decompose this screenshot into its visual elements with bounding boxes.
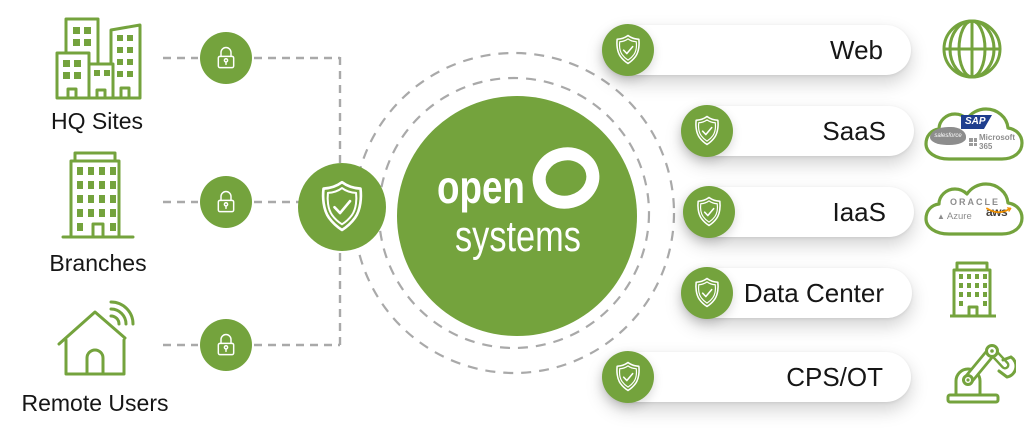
branch-building-icon — [61, 151, 135, 239]
shield-check-icon — [695, 115, 719, 146]
source-label-hq-sites: HQ Sites — [50, 108, 144, 134]
shield-badge — [681, 105, 733, 157]
destination-label-iaas: IaaS — [832, 196, 887, 227]
shield-check-icon — [697, 196, 721, 227]
destination-label-cps-ot: CPS/OT — [786, 361, 883, 392]
saas-providers-cloud-icon: SAP salesforce Microsoft 365 — [924, 102, 1026, 168]
logo-o-ring-icon — [532, 147, 600, 209]
destination-pill-saas: SaaS — [681, 105, 914, 157]
salesforce-logo: salesforce — [930, 127, 966, 145]
microsoft-grid-icon — [969, 138, 977, 146]
microsoft-365-logo: Microsoft 365 — [969, 133, 1026, 151]
destination-pill-data-center: Data Center — [681, 267, 912, 319]
shield-check-icon — [616, 361, 640, 392]
destination-label-saas: SaaS — [822, 115, 886, 146]
oracle-logo: ORACLE — [950, 197, 1000, 207]
dashed-ring-outer — [352, 51, 676, 375]
sap-logo: SAP — [961, 115, 992, 129]
lock-node-hq — [200, 32, 252, 84]
destination-pill-cps-ot: CPS/OT — [602, 351, 911, 403]
robot-arm-icon — [946, 344, 1016, 404]
open-systems-logo-circle: open systems — [397, 96, 637, 336]
microsoft-365-label: Microsoft 365 — [979, 133, 1015, 151]
aws-logo: aws — [986, 206, 1012, 218]
padlock-icon — [217, 190, 235, 213]
aws-smile-icon — [986, 207, 1012, 214]
central-security-shield-node — [298, 163, 386, 251]
destination-label-data-center: Data Center — [743, 277, 884, 308]
shield-badge — [602, 24, 654, 76]
logo-word-systems: systems — [455, 212, 581, 261]
shield-badge — [602, 351, 654, 403]
destination-label-web: Web — [830, 34, 883, 65]
shield-badge — [683, 186, 735, 238]
lock-node-branches — [200, 176, 252, 228]
source-label-branches: Branches — [49, 250, 147, 276]
shield-check-icon — [616, 34, 640, 65]
remote-home-wifi-icon — [57, 300, 135, 376]
shield-check-icon — [321, 180, 363, 232]
azure-logo: Azure — [937, 211, 972, 222]
globe-icon — [942, 19, 1002, 79]
padlock-icon — [217, 333, 235, 356]
shield-badge — [681, 267, 733, 319]
padlock-icon — [217, 46, 235, 69]
destination-pill-iaas: IaaS — [683, 186, 914, 238]
logo-word-open: open — [437, 161, 525, 213]
hq-buildings-icon — [55, 17, 142, 100]
source-label-remote-users: Remote Users — [21, 390, 169, 416]
data-center-building-icon — [950, 261, 996, 318]
destination-pill-web: Web — [602, 24, 911, 76]
iaas-providers-cloud-icon: ORACLE Azure aws — [924, 177, 1026, 243]
lock-node-remote — [200, 319, 252, 371]
shield-check-icon — [695, 277, 719, 308]
